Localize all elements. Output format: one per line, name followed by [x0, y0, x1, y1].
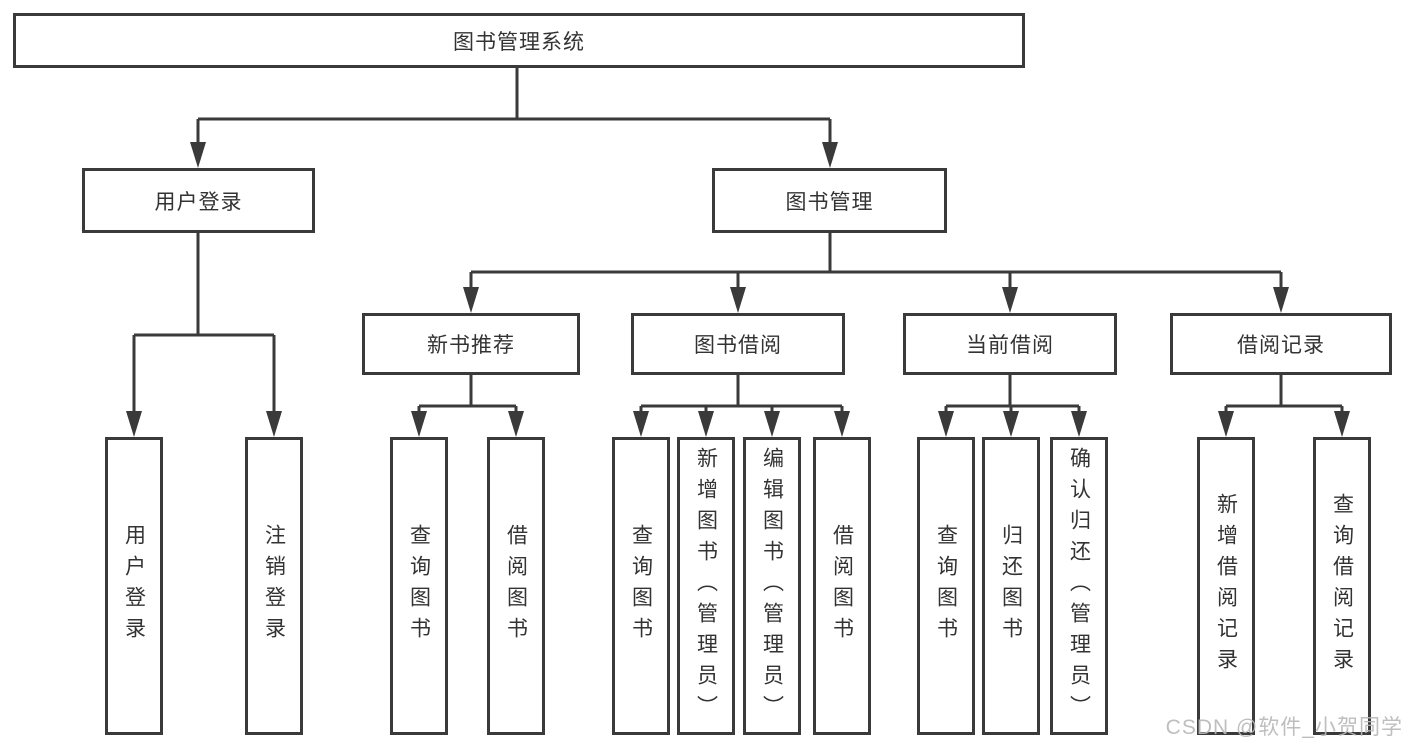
node-user-login: 用户登录 [82, 168, 315, 233]
leaf-record-add-borrow-record: 新增借阅记录 [1197, 437, 1255, 735]
leaf-current-confirm-return-admin: 确认归还（管理员） [1050, 437, 1108, 735]
leaf-record-query-borrow-record: 查询借阅记录 [1313, 437, 1371, 735]
leaf-newrec-query-books: 查询图书 [390, 437, 448, 735]
node-borrow-record: 借阅记录 [1170, 313, 1392, 375]
leaf-current-return-books: 归还图书 [982, 437, 1040, 735]
node-current-borrow: 当前借阅 [903, 313, 1117, 375]
node-root: 图书管理系统 [13, 13, 1025, 68]
leaf-borrow-add-books-admin: 新增图书（管理员） [677, 437, 735, 735]
leaf-newrec-borrow-books: 借阅图书 [487, 437, 545, 735]
leaf-borrow-query-books: 查询图书 [612, 437, 670, 735]
leaf-user-login: 用户登录 [105, 437, 163, 735]
leaf-borrow-edit-books-admin: 编辑图书（管理员） [743, 437, 801, 735]
leaf-current-query-books: 查询图书 [917, 437, 975, 735]
leaf-logout: 注销登录 [245, 437, 303, 735]
node-book-borrow: 图书借阅 [631, 313, 845, 375]
leaf-borrow-borrow-books: 借阅图书 [813, 437, 871, 735]
csdn-watermark: CSDN @软件_小贺同学 [1165, 716, 1403, 739]
node-new-book-recommend: 新书推荐 [362, 313, 580, 375]
node-book-management: 图书管理 [712, 168, 947, 233]
